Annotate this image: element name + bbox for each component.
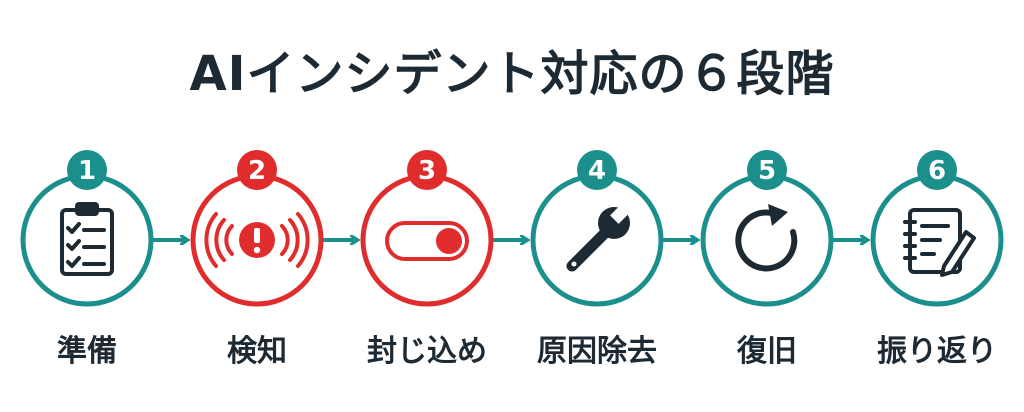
step-1-ring <box>20 173 154 307</box>
page-title: AIインシデント対応の６段階 <box>189 46 835 102</box>
step-1-label: 準備 <box>57 334 117 369</box>
refresh-icon <box>735 204 798 272</box>
alert-signal-icon <box>204 212 310 268</box>
step-3: 3 封じ込め <box>360 150 494 369</box>
step-6-number: 6 <box>928 156 946 186</box>
step-6-label: 振り返り <box>877 334 997 369</box>
step-1-badge <box>67 150 107 190</box>
step-2-label: 検知 <box>227 334 287 369</box>
step-4-number: 4 <box>588 156 606 186</box>
clipboard-checklist-icon <box>60 202 114 276</box>
step-5-ring <box>700 173 834 307</box>
step-5-label: 復旧 <box>736 334 797 369</box>
step-2-number: 2 <box>248 156 266 186</box>
step-3-badge <box>407 150 447 190</box>
toggle-switch-icon <box>385 221 469 261</box>
step-2: 2 検知 <box>190 150 324 369</box>
step-4-badge <box>577 150 617 190</box>
step-1: 1 準備 <box>20 150 154 369</box>
step-6-badge <box>917 150 957 190</box>
step-4-label: 原因除去 <box>537 334 657 369</box>
step-5-number: 5 <box>758 156 776 186</box>
step-5: 5 復旧 <box>700 150 834 369</box>
step-6: 6 振り返り <box>870 150 1004 369</box>
step-3-number: 3 <box>418 156 436 186</box>
step-2-badge <box>237 150 277 190</box>
notebook-pencil-icon <box>903 208 976 277</box>
step-3-label: 封じ込め <box>367 334 487 369</box>
step-4: 4 原因除去 <box>530 150 664 369</box>
step-1-number: 1 <box>78 156 96 186</box>
wrench-icon <box>566 203 631 272</box>
step-5-badge <box>747 150 787 190</box>
